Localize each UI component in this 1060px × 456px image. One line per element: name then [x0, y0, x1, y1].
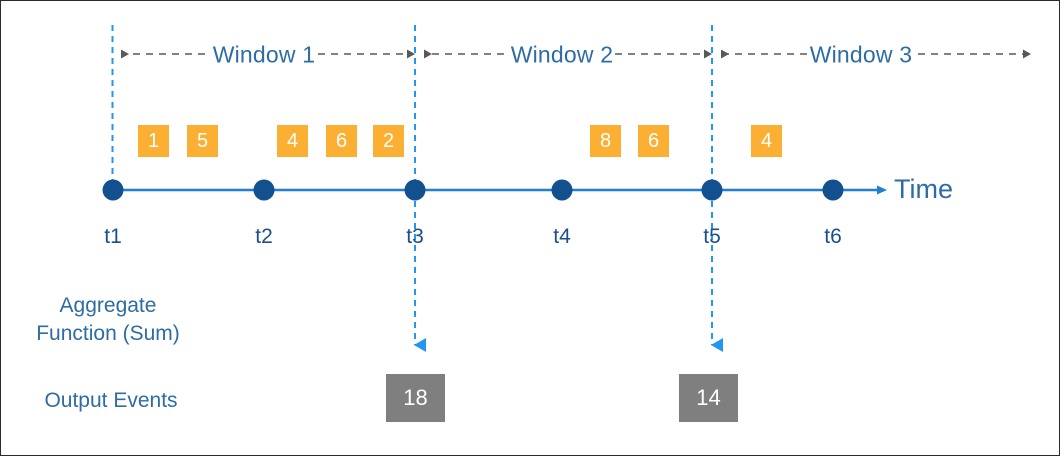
event-box[interactable]: 6	[326, 125, 357, 157]
window-label-3: Window 3	[809, 41, 913, 68]
tick-label-t2: t2	[255, 225, 273, 248]
tick-label-t1: t1	[104, 225, 122, 248]
timeline-dot-t1	[102, 179, 124, 201]
timeline-dot-t4	[551, 179, 573, 201]
output-events-label: Output Events	[44, 389, 178, 412]
event-box[interactable]: 5	[187, 125, 218, 157]
tick-label-t4: t4	[553, 225, 571, 248]
window-label-1: Window 1	[212, 41, 316, 68]
tick-label-t3: t3	[406, 225, 424, 248]
aggregate-function-line-1: Aggregate	[59, 294, 157, 317]
event-box[interactable]: 1	[138, 125, 169, 157]
window-label-2: Window 2	[510, 41, 614, 68]
event-box[interactable]: 6	[638, 125, 669, 157]
tick-label-t6: t6	[824, 225, 842, 248]
output-event-box[interactable]: 18	[386, 374, 445, 422]
output-event-box[interactable]: 14	[679, 374, 738, 422]
timeline-axis	[102, 179, 887, 201]
event-box[interactable]: 4	[277, 125, 308, 157]
tick-label-t5: t5	[703, 225, 721, 248]
event-box[interactable]: 4	[751, 125, 782, 157]
event-box[interactable]: 8	[590, 125, 621, 157]
aggregate-function-label: Aggregate Function (Sum)	[36, 292, 180, 348]
timeline-dot-t3	[404, 179, 426, 201]
timeline-dot-t5	[701, 179, 723, 201]
time-axis-label: Time	[894, 174, 953, 204]
aggregate-function-line-2: Function (Sum)	[36, 322, 180, 345]
event-box[interactable]: 2	[373, 125, 404, 157]
timeline-dot-t2	[253, 179, 275, 201]
timeline-dot-t6	[822, 179, 844, 201]
